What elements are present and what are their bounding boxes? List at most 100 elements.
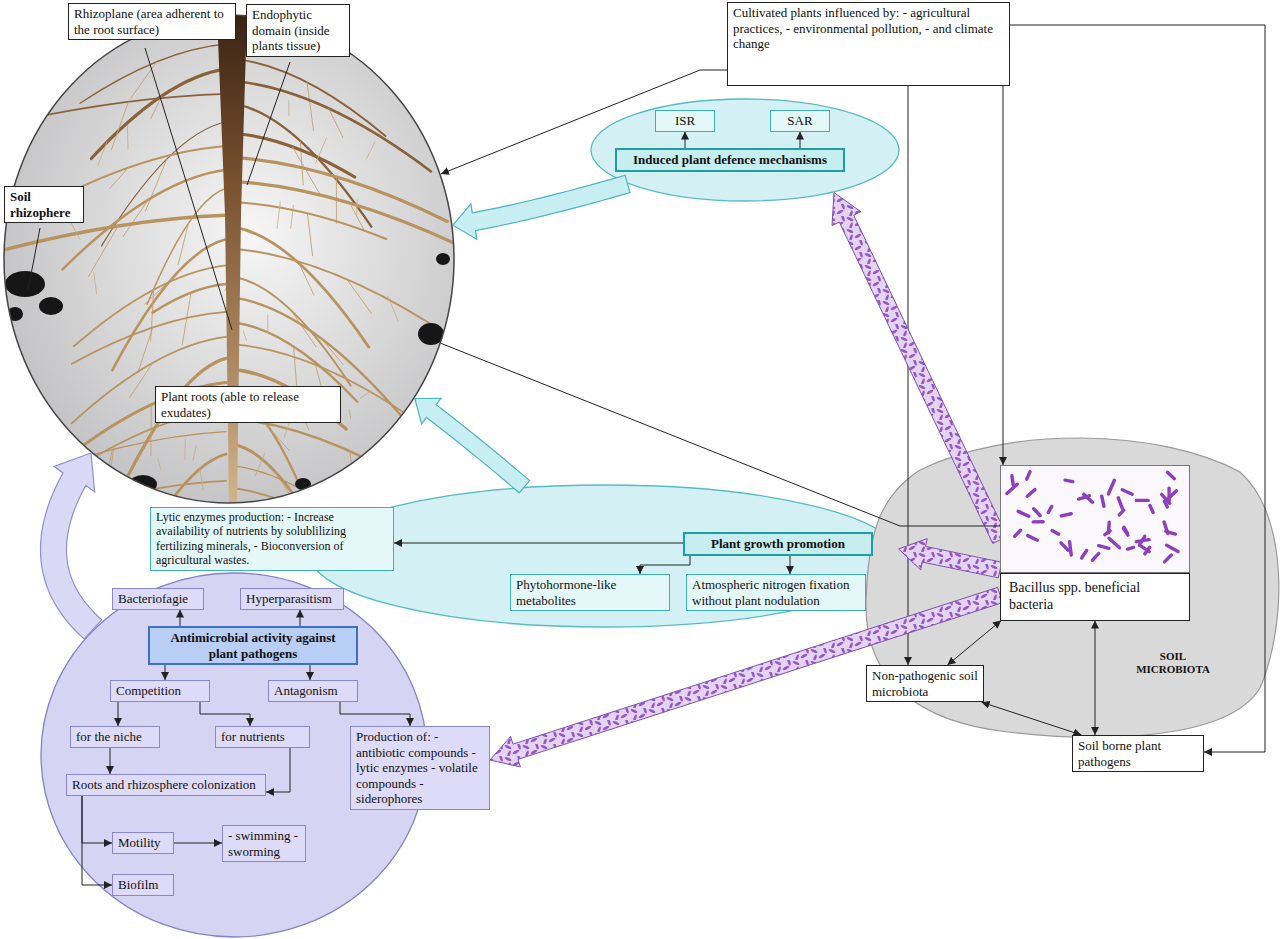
graphic-path bbox=[88, 226, 118, 277]
label-box: Rhizoplane (area adherent to the root su… bbox=[68, 3, 236, 40]
soil-microbiota-blob: SOIL MICROBIOTABacillus spp. beneficial … bbox=[858, 432, 1278, 744]
graphic-path bbox=[109, 446, 114, 481]
graphic-path bbox=[236, 277, 351, 385]
connector-arrow bbox=[266, 748, 290, 792]
label-box: Soil borne plant pathogens bbox=[1072, 735, 1204, 772]
graphic-ellipse bbox=[39, 297, 63, 315]
label-box: Plant roots (able to release exudates) bbox=[155, 386, 341, 423]
bacillus-effect-arrow bbox=[899, 539, 1002, 578]
process-box: Bacteriofagie bbox=[112, 588, 204, 610]
bacterium bbox=[1033, 520, 1043, 523]
graphic-path bbox=[307, 213, 312, 256]
box-text: Antimicrobial activity against plant pat… bbox=[155, 630, 351, 661]
box-text: Bacteriofagie bbox=[118, 591, 198, 607]
leader-line bbox=[28, 228, 40, 290]
graphic-path bbox=[123, 200, 149, 237]
bacterium bbox=[1136, 499, 1148, 502]
graphic-path bbox=[347, 279, 372, 314]
label-box: Cultivated plants influenced by: - agric… bbox=[727, 2, 1010, 86]
graphic-path bbox=[236, 81, 431, 171]
box-text: Lytic enzymes production: - Increase ava… bbox=[156, 510, 388, 568]
influence-arrow bbox=[40, 453, 101, 639]
bacterium bbox=[1061, 543, 1068, 550]
heading-box: Induced plant defence mechanisms bbox=[615, 148, 845, 172]
box-text: Roots and rhizosphere colonization bbox=[72, 777, 260, 793]
label-box: Non-pathogenic soil microbiota bbox=[866, 665, 984, 702]
graphic-path bbox=[94, 272, 97, 295]
bacterium bbox=[1145, 547, 1150, 554]
bacterium bbox=[1018, 511, 1029, 516]
photo-outline bbox=[4, 15, 454, 503]
box-text: Competition bbox=[116, 683, 204, 699]
bacterium bbox=[1127, 547, 1133, 549]
bacterium bbox=[1092, 553, 1098, 560]
bacterium bbox=[1119, 510, 1123, 515]
group-ellipse: ISR SAR Induced plant defence mechanisms bbox=[590, 98, 900, 202]
bacterium bbox=[1166, 531, 1176, 534]
root-photo-circle: Soil rhizopherePlant roots (able to rele… bbox=[3, 14, 455, 504]
graphic-path bbox=[63, 170, 226, 270]
graphic-path bbox=[145, 159, 167, 211]
process-box: for the niche bbox=[70, 726, 160, 748]
graphic-path bbox=[111, 102, 128, 151]
box-text: Endophytic domain (inside plants tissue) bbox=[252, 7, 344, 54]
process-box: SAR bbox=[770, 110, 830, 132]
graphic-path bbox=[267, 315, 268, 333]
graphic-path bbox=[158, 459, 161, 469]
process-box: Phytohormone-like metabolites bbox=[510, 574, 670, 611]
graphic-ellipse bbox=[5, 271, 45, 297]
connector-arrow bbox=[441, 70, 727, 174]
graphic-path bbox=[110, 168, 128, 189]
graphic-rect bbox=[3, 14, 455, 504]
graphic-path bbox=[236, 202, 386, 239]
bacterium bbox=[1012, 476, 1013, 485]
bacterium bbox=[1122, 490, 1132, 494]
bacterium bbox=[1082, 550, 1087, 558]
process-box: for nutrients bbox=[215, 726, 310, 748]
graphic-path bbox=[307, 82, 314, 131]
process-box: Roots and rhizosphere colonization bbox=[66, 774, 266, 796]
connector-arrow bbox=[82, 796, 112, 885]
bacterium bbox=[1061, 514, 1071, 516]
graphic-path bbox=[356, 199, 358, 215]
process-box: ISR bbox=[655, 110, 715, 132]
leader-line bbox=[145, 48, 232, 330]
bacterium bbox=[1015, 530, 1021, 536]
graphic-path bbox=[299, 263, 314, 295]
graphic-path bbox=[131, 62, 157, 98]
process-box: Production of: - antibiotic compounds - … bbox=[350, 726, 490, 810]
process-box: Lytic enzymes production: - Increase ava… bbox=[150, 507, 394, 571]
graphic-path bbox=[153, 284, 226, 313]
bacillus-box: Bacillus spp. beneficial bacteria bbox=[1000, 465, 1190, 621]
group-ellipse: Lytic enzymes production: - Increase ava… bbox=[310, 484, 900, 628]
box-text: Soil rhizophere bbox=[10, 189, 78, 220]
connector-arrow bbox=[1095, 621, 1096, 735]
connector-arrow bbox=[174, 843, 222, 844]
box-text: Bacillus spp. beneficial bacteria bbox=[1000, 573, 1190, 621]
bacterium bbox=[1136, 540, 1149, 542]
connector-arrow bbox=[441, 343, 1000, 526]
box-text: Hyperparasitism bbox=[246, 591, 338, 607]
connector-arrow bbox=[165, 665, 166, 680]
box-text: Motility bbox=[118, 835, 168, 851]
connector-arrow bbox=[790, 556, 791, 574]
heading-box: Plant growth promotion bbox=[683, 532, 873, 556]
graphic-path bbox=[74, 265, 226, 346]
connector-arrow bbox=[1010, 25, 1265, 752]
graphic-path bbox=[315, 138, 326, 164]
graphic-ellipse bbox=[311, 485, 899, 627]
label-box: Soil rhizophere bbox=[4, 186, 84, 223]
graphic-path bbox=[288, 100, 289, 116]
connector-arrow bbox=[300, 610, 301, 626]
bacterium bbox=[1124, 527, 1128, 533]
root-photo-circle-shape bbox=[3, 14, 455, 504]
connector-arrow bbox=[110, 748, 111, 774]
box-text: Soil borne plant pathogens bbox=[1078, 738, 1198, 769]
box-text: for the niche bbox=[76, 729, 154, 745]
box-text: Induced plant defence mechanisms bbox=[622, 152, 838, 168]
bacterium bbox=[1162, 494, 1170, 503]
box-text: Phytohormone-like metabolites bbox=[516, 577, 664, 608]
label-box: Endophytic domain (inside plants tissue) bbox=[246, 4, 350, 57]
heading-box: Antimicrobial activity against plant pat… bbox=[148, 626, 358, 665]
